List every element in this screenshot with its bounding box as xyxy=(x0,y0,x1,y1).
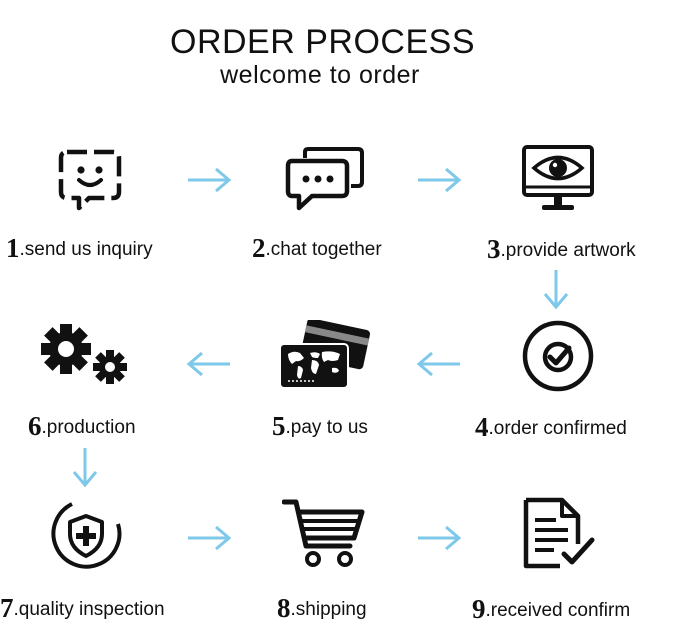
step-4-label: 4.order confirmed xyxy=(475,413,627,443)
step-6-label: 6.production xyxy=(28,412,136,442)
step-5-label: 5.pay to us xyxy=(272,412,368,442)
step-8-text: .shipping xyxy=(290,599,367,620)
smiling-chat-bubble-icon xyxy=(58,149,122,211)
page-title: ORDER PROCESS xyxy=(170,23,475,61)
arrow-down-3-4 xyxy=(543,270,569,310)
document-check-icon xyxy=(523,497,595,569)
step-4-number: 4 xyxy=(475,412,489,442)
step-1-label: 1.send us inquiry xyxy=(6,234,153,264)
chat-bubbles-icon xyxy=(285,147,364,211)
step-6-number: 6 xyxy=(28,411,42,441)
step-8-label: 8.shipping xyxy=(277,594,367,624)
shield-plus-icon xyxy=(51,502,122,569)
step-7-text: .quality inspection xyxy=(13,599,165,620)
shopping-cart-icon xyxy=(282,499,365,567)
arrow-right-8-9 xyxy=(418,525,462,551)
arrow-left-5-6 xyxy=(186,351,230,377)
gears-icon xyxy=(41,324,127,384)
step-2-label: 2.chat together xyxy=(252,234,382,264)
step-7-number: 7 xyxy=(0,593,14,623)
step-9-text: .received confirm xyxy=(485,600,631,621)
step-6-text: .production xyxy=(41,417,136,438)
step-9-number: 9 xyxy=(472,594,486,624)
step-2-text: .chat together xyxy=(265,239,382,260)
step-2-number: 2 xyxy=(252,233,266,263)
arrow-right-1-2 xyxy=(188,167,232,193)
monitor-eye-icon xyxy=(522,145,594,210)
step-1-text: .send us inquiry xyxy=(19,239,153,260)
arrow-left-4-5 xyxy=(416,351,460,377)
check-circle-icon xyxy=(522,320,594,392)
step-3-number: 3 xyxy=(487,234,501,264)
step-1-number: 1 xyxy=(6,233,20,263)
step-5-text: .pay to us xyxy=(285,417,368,438)
step-5-number: 5 xyxy=(272,411,286,441)
payment-cards-icon xyxy=(279,320,371,389)
step-3-label: 3.provide artwork xyxy=(487,235,636,265)
step-8-number: 8 xyxy=(277,593,291,623)
arrow-right-7-8 xyxy=(188,525,232,551)
step-3-text: .provide artwork xyxy=(500,240,636,261)
arrow-right-2-3 xyxy=(418,167,462,193)
step-4-text: .order confirmed xyxy=(488,418,627,439)
step-7-label: 7.quality inspection xyxy=(0,594,165,624)
page-subtitle: welcome to order xyxy=(220,61,420,89)
step-9-label: 9.received confirm xyxy=(472,595,630,625)
arrow-down-6-7 xyxy=(72,448,98,488)
